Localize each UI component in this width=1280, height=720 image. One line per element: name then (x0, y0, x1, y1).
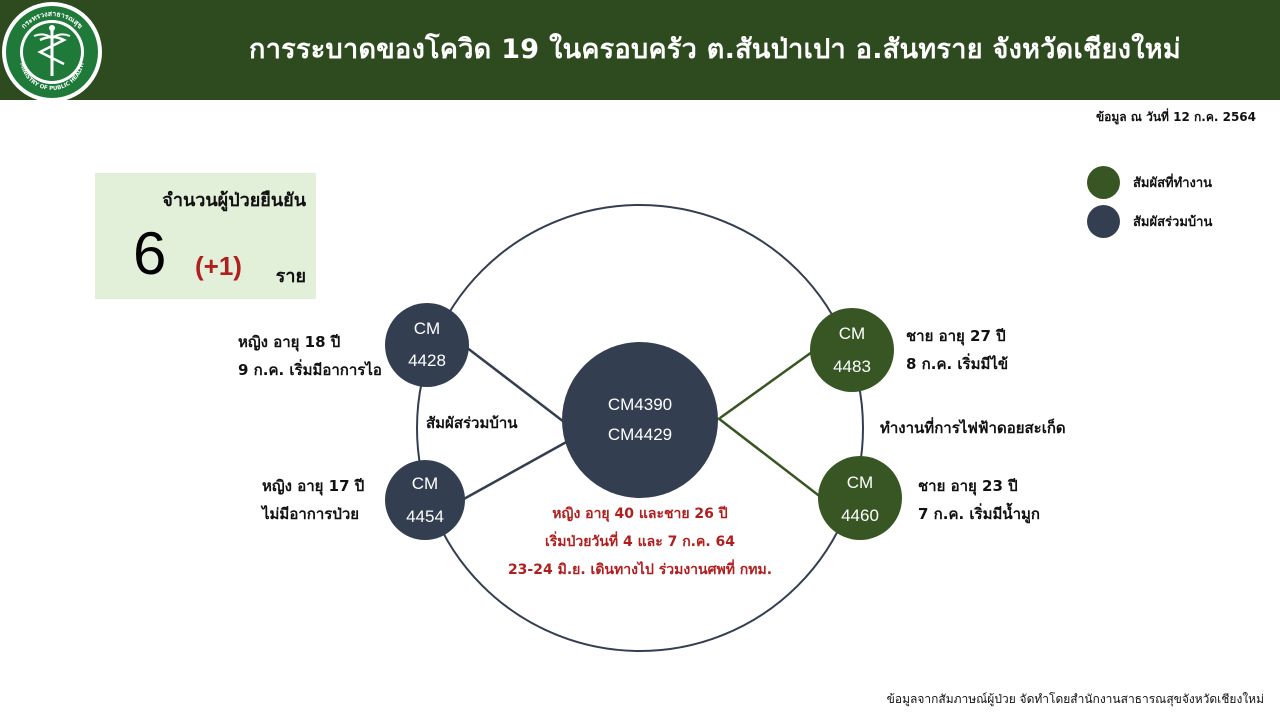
node-cm4483: CM 4483 (810, 308, 894, 392)
confirmed-cases-unit: ราย (275, 266, 306, 287)
note-cm4454-line: ไม่มีอาการป่วย (262, 505, 360, 523)
node-center-line2: CM4429 (608, 425, 672, 444)
note-cm4454: หญิง อายุ 17 ปี ไม่มีอาการป่วย (262, 472, 364, 528)
edge-center-cm4428 (465, 346, 569, 426)
header-bar: กระทรวงสาธารณสุข MINISTRY OF PUBLIC HEAL… (0, 0, 1280, 102)
node-cm4460-line1: CM (847, 473, 873, 492)
node-cm4428-line1: CM (414, 319, 440, 338)
legend-label-workplace: สัมผัสที่ทำงาน (1133, 176, 1213, 191)
legend-item-household: สัมผัสร่วมบ้าน (1087, 205, 1212, 238)
note-cm4428-line: หญิง อายุ 18 ปี (238, 333, 341, 351)
footer-source: ข้อมูลจากสัมภาษณ์ผู้ป่วย จัดทำโดยสำนักงา… (886, 692, 1264, 706)
data-date: ข้อมูล ณ วันที่ 12 ก.ค. 2564 (1095, 110, 1256, 124)
legend-dot-household (1087, 205, 1120, 238)
note-cm4460: ชาย อายุ 23 ปี 7 ก.ค. เริ่มมีน้ำมูก (918, 472, 1040, 528)
note-cm4483-line: 8 ก.ค. เริ่มมีไข้ (906, 355, 1009, 373)
legend-label-household: สัมผัสร่วมบ้าน (1133, 215, 1213, 230)
edge-label-workplace: ทำงานที่การไฟฟ้าดอยสะเก็ด (880, 419, 1066, 437)
node-cm4483-line1: CM (839, 324, 865, 343)
note-cm4460-line: 7 ก.ค. เริ่มมีน้ำมูก (918, 505, 1040, 523)
confirmed-cases-count: 6 (133, 220, 167, 287)
node-center: CM4390 CM4429 (562, 342, 718, 498)
page-title: การระบาดของโควิด 19 ในครอบครัว ต.สันป่าเ… (249, 34, 1181, 65)
note-cm4483-line: ชาย อายุ 27 ปี (906, 327, 1006, 345)
node-center-line1: CM4390 (608, 395, 672, 414)
node-cm4428: CM 4428 (385, 303, 469, 387)
legend-item-workplace: สัมผัสที่ทำงาน (1087, 166, 1212, 199)
note-center-line: เริ่มป่วยวันที่ 4 และ 7 ก.ค. 64 (544, 534, 736, 550)
confirmed-cases-box: จำนวนผู้ป่วยยืนยัน 6 (+1) ราย (95, 173, 316, 299)
node-cm4428-line2: 4428 (408, 351, 446, 370)
node-cm4454: CM 4454 (385, 460, 465, 540)
note-cm4483: ชาย อายุ 27 ปี 8 ก.ค. เริ่มมีไข้ (906, 322, 1008, 378)
legend-dot-workplace (1087, 166, 1120, 199)
note-cm4454-line: หญิง อายุ 17 ปี (262, 477, 365, 495)
cluster-ring (416, 204, 864, 652)
node-cm4454-line2: 4454 (406, 507, 444, 526)
note-cm4460-line: ชาย อายุ 23 ปี (918, 477, 1018, 495)
confirmed-cases-label: จำนวนผู้ป่วยยืนยัน (162, 190, 306, 211)
ministry-seal-icon: กระทรวงสาธารณสุข MINISTRY OF PUBLIC HEAL… (2, 2, 102, 102)
note-cm4428: หญิง อายุ 18 ปี 9 ก.ค. เริ่มมีอาการไอ (238, 328, 382, 384)
confirmed-cases-delta: (+1) (195, 251, 242, 281)
node-cm4483-line2: 4483 (833, 357, 871, 376)
edge-center-cm4483 (719, 350, 813, 420)
edge-center-cm4460 (717, 417, 823, 499)
note-center-line: 23-24 มิ.ย. เดินทางไป ร่วมงานศพที่ กทม. (507, 562, 773, 578)
edge-center-cm4454 (461, 438, 571, 502)
node-cm4454-line1: CM (412, 474, 438, 493)
node-cm4460: CM 4460 (818, 456, 902, 540)
node-cm4460-line2: 4460 (841, 506, 879, 525)
edge-label-household: สัมผัสร่วมบ้าน (426, 414, 518, 432)
note-cm4428-line: 9 ก.ค. เริ่มมีอาการไอ (238, 361, 382, 379)
note-center-line: หญิง อายุ 40 และชาย 26 ปี (552, 506, 728, 522)
note-center: หญิง อายุ 40 และชาย 26 ปี เริ่มป่วยวันที… (470, 500, 810, 584)
